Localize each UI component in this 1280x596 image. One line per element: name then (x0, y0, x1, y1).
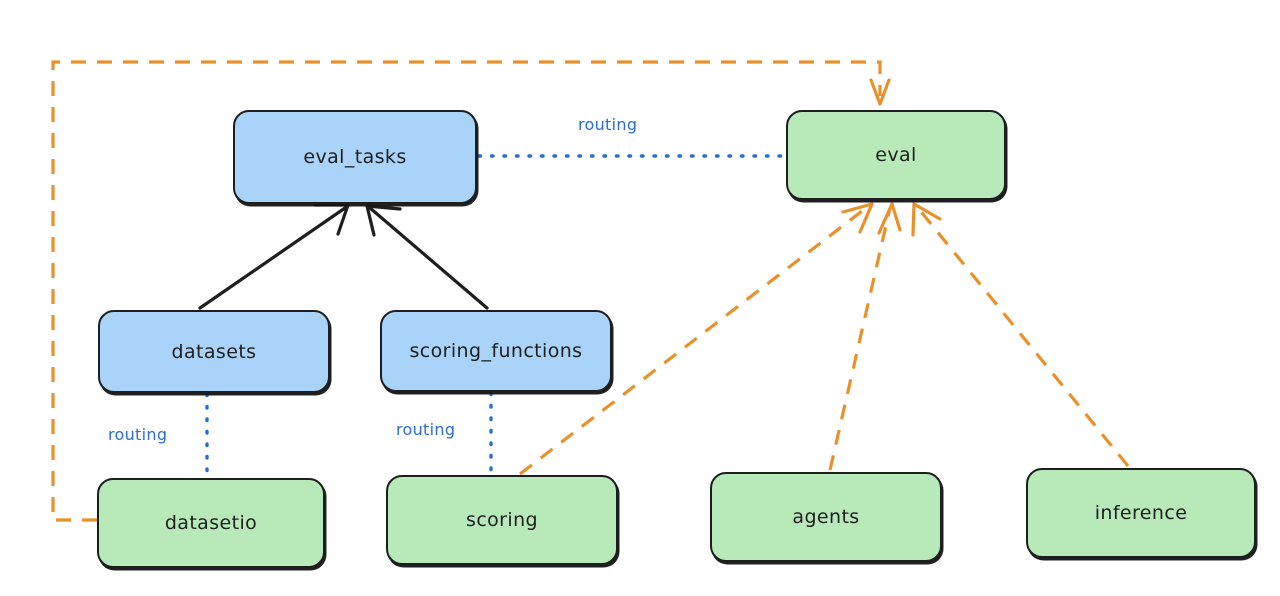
node-datasets-label: datasets (171, 340, 257, 363)
node-agents[interactable]: agents (710, 472, 942, 562)
node-inference[interactable]: inference (1026, 468, 1256, 558)
edge-label-routing-datasets: routing (108, 425, 168, 444)
node-datasetio-label: datasetio (164, 512, 258, 534)
node-eval-tasks-label: eval_tasks (303, 146, 407, 168)
edge-label-routing-scoring-functions: routing (396, 420, 456, 439)
node-scoring-functions[interactable]: scoring_functions (380, 310, 612, 392)
node-eval-label: eval (875, 144, 917, 166)
edge-label-routing-top: routing (578, 115, 638, 134)
node-eval-tasks[interactable]: eval_tasks (233, 110, 477, 204)
node-datasetio[interactable]: datasetio (97, 478, 325, 568)
node-agents-label: agents (792, 506, 860, 528)
edge-scoring-functions-eval-tasks (365, 204, 489, 310)
node-eval[interactable]: eval (786, 110, 1006, 200)
edge-inference-eval (911, 202, 1130, 468)
node-scoring-label: scoring (466, 509, 538, 531)
node-scoring-functions-label: scoring_functions (409, 340, 583, 362)
edge-datasetio-eval (51, 60, 891, 522)
edge-agents-eval (828, 202, 902, 471)
node-scoring[interactable]: scoring (386, 475, 618, 565)
node-inference-label: inference (1094, 502, 1188, 524)
edge-datasets-eval-tasks (198, 203, 350, 310)
edge-scoring-eval (519, 202, 874, 476)
node-datasets[interactable]: datasets (98, 310, 330, 393)
